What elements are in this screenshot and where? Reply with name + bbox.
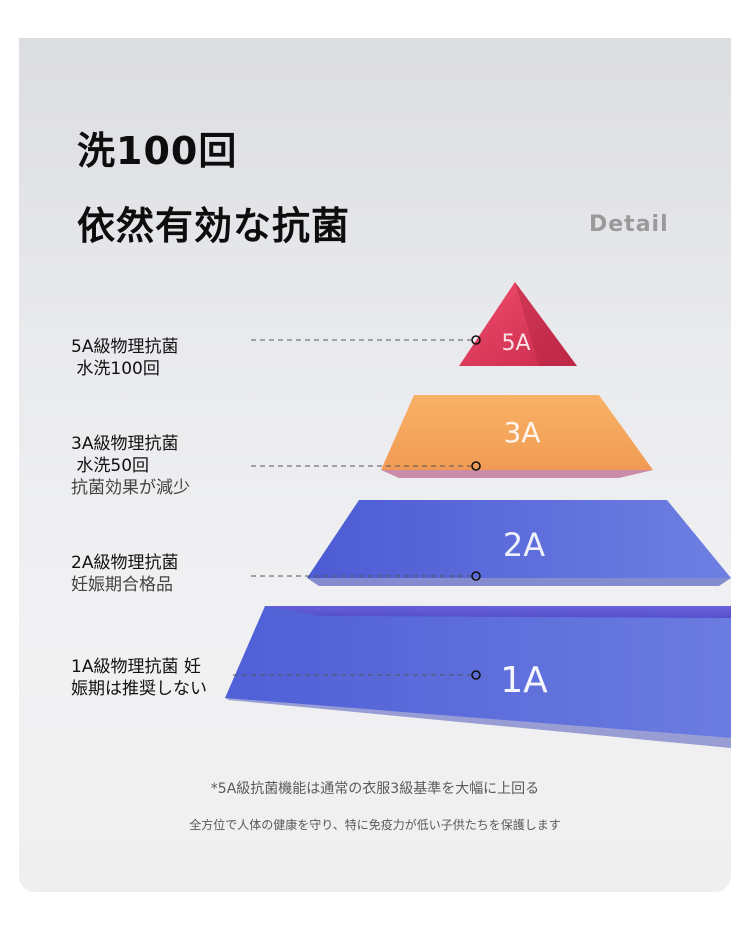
tier-5A-badge: 5A [501,331,530,356]
tier-2A-badge: 2A [503,526,545,564]
tier-2A-label-line1: 2A級物理抗菌 [71,553,179,573]
tier-2A-block [307,500,731,586]
headline-line-1: 洗100回 [77,129,238,173]
tier-2A-label-line2: 妊娠期合格品 [71,575,173,595]
tier-3A-label-line2: 水洗50回 [71,456,150,476]
product-card: 洗100回 依然有効な抗菌 Detail [19,38,731,892]
tier-3A-label: 3A級物理抗菌 水洗50回 抗菌効果が減少 [71,433,190,499]
tier-1A-label: 1A級物理抗菌 妊 娠期は推奨しない [71,656,207,700]
detail-label: Detail [589,212,669,237]
tier-3A-label-line3: 抗菌効果が減少 [71,478,190,498]
tier-3A-label-line1: 3A級物理抗菌 [71,434,179,454]
tier-5A-label: 5A級物理抗菌 水洗100回 [71,336,178,380]
tier-3A-block [381,395,653,478]
leader-2A [251,571,481,581]
footnote-protection: 全方位で人体の健康を守り、特に免疫力が低い子供たちを保護します [189,818,561,832]
leader-3A [251,461,481,471]
tier-5A-block [459,282,577,366]
headline-line-2: 依然有効な抗菌 [77,204,351,248]
tier-2A-label: 2A級物理抗菌 妊娠期合格品 [71,552,178,596]
tier-1A-label-line1: 1A級物理抗菌 妊 [71,657,201,677]
footnote-standard: *5A級抗菌機能は通常の衣服3級基準を大幅に上回る [210,781,540,797]
leader-1A [233,670,481,680]
tier-1A-block [225,606,731,748]
pyramid-graphic: 5A 3A 2A 1A [225,282,731,748]
tier-3A-badge: 3A [504,416,541,449]
leader-5A [251,335,481,345]
tier-5A-label-line2: 水洗100回 [71,359,160,379]
tier-1A-label-line2: 娠期は推奨しない [71,679,207,699]
tier-5A-label-line1: 5A級物理抗菌 [71,337,179,357]
tier-1A-badge: 1A [500,660,548,701]
